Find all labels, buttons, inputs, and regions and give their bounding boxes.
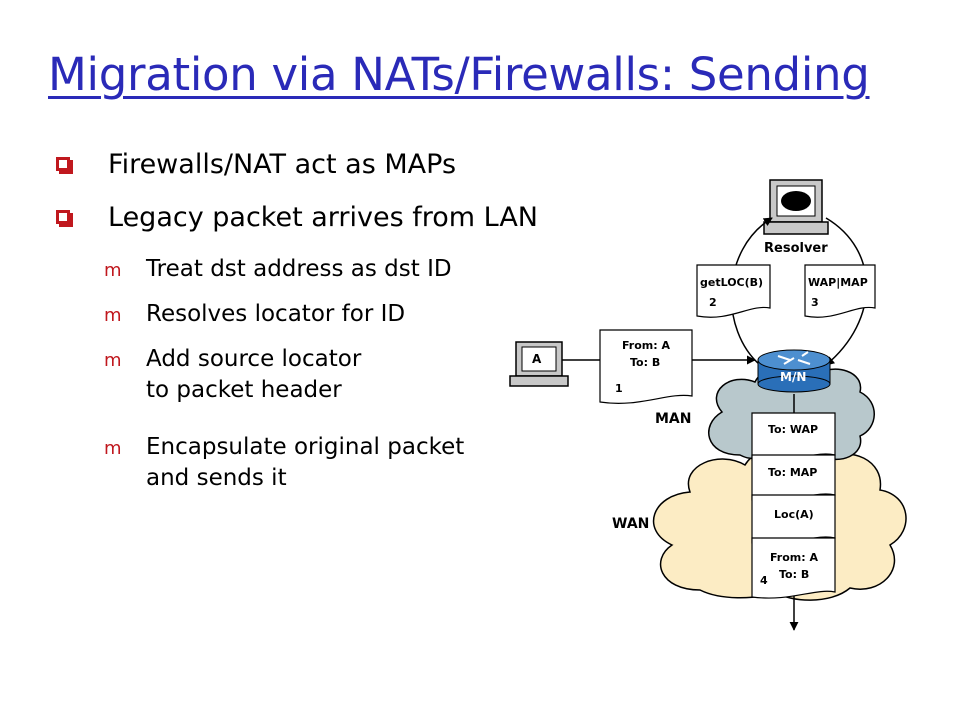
packet-get-loc — [696, 264, 771, 318]
packet-number: 4 — [760, 574, 768, 587]
ring-bullet-icon: m — [104, 260, 122, 281]
packet-number: 1 — [615, 382, 623, 395]
bullet-text: Legacy packet arrives from LAN — [108, 202, 539, 233]
encapsulated-packet-stack — [751, 412, 836, 599]
packet-wap-map-text: WAP|MAP — [808, 276, 868, 289]
stack-layer-text: To: WAP — [768, 423, 818, 436]
packet-from-a-text: From: A — [622, 339, 670, 352]
square-bullet-icon — [56, 210, 73, 227]
resolver-computer-icon — [763, 179, 829, 235]
sub-bullet-text: and sends it — [146, 465, 287, 491]
sub-bullet-text: Add source locator — [146, 346, 362, 372]
slide-title: Migration via NATs/Firewalls: Sending — [48, 48, 870, 101]
router-label: M/N — [780, 370, 806, 384]
stack-layer-text: Loc(A) — [774, 508, 814, 521]
host-a-label: A — [532, 352, 542, 366]
packet-wap-map — [804, 264, 876, 318]
packet-number: 3 — [811, 296, 819, 309]
packet-get-loc-text: getLOC(B) — [700, 276, 763, 289]
ring-bullet-icon: m — [104, 438, 122, 459]
packet-from-a-text: To: B — [630, 356, 660, 369]
router-icon — [757, 349, 831, 393]
ring-bullet-icon: m — [104, 350, 122, 371]
packet-number: 2 — [709, 296, 717, 309]
host-a-computer-icon — [509, 341, 569, 387]
man-label: MAN — [655, 411, 691, 427]
packet-from-a — [599, 329, 693, 404]
square-bullet-icon — [56, 157, 73, 174]
wan-label: WAN — [612, 516, 649, 532]
sub-bullet-text: Treat dst address as dst ID — [146, 256, 452, 282]
stack-layer-text: To: B — [779, 568, 809, 581]
bullet-text: Firewalls/NAT act as MAPs — [108, 149, 457, 180]
sub-bullet-text: to packet header — [146, 377, 342, 403]
resolver-label: Resolver — [764, 241, 828, 256]
ring-bullet-icon: m — [104, 305, 122, 326]
sub-bullet-text: Encapsulate original packet — [146, 434, 465, 460]
stack-layer-text: From: A — [770, 551, 818, 564]
sub-bullet-text: Resolves locator for ID — [146, 301, 406, 327]
stack-layer-text: To: MAP — [768, 466, 817, 479]
